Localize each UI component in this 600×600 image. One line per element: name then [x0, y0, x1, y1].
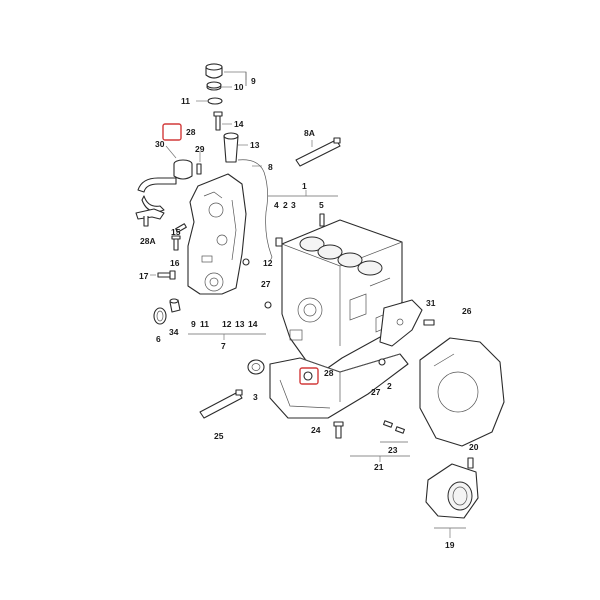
callout-13: 13	[250, 140, 260, 150]
callout-23: 23	[388, 445, 398, 455]
seal-ring-10[interactable]	[206, 81, 222, 91]
oil-filler-tube-13[interactable]	[223, 132, 239, 163]
highlight-box-30	[162, 123, 182, 141]
seal-6[interactable]	[153, 307, 167, 325]
bolt-20[interactable]	[467, 457, 474, 469]
bolt-24[interactable]	[333, 421, 344, 439]
block-flange	[379, 299, 423, 347]
oil-filler-cap[interactable]	[205, 63, 223, 79]
callout-11: 11	[181, 96, 190, 106]
callout-28-pan: 28	[324, 368, 334, 378]
callout-12-top: 12	[263, 258, 273, 268]
callout-17: 17	[139, 271, 149, 281]
callout-3-seal: 3	[253, 392, 258, 402]
callout-9-lower: 9	[191, 319, 196, 329]
callout-14: 14	[234, 119, 244, 129]
callout-34: 34	[169, 327, 179, 337]
callout-15: 15	[171, 227, 181, 237]
callout-24: 24	[311, 425, 321, 435]
callout-29: 29	[195, 144, 205, 154]
callout-28-top: 28	[186, 127, 196, 137]
seal-ring-11[interactable]	[207, 97, 223, 105]
bolt-17[interactable]	[157, 270, 176, 280]
bolt-14[interactable]	[213, 111, 223, 131]
bolts-23[interactable]	[383, 420, 405, 434]
callout-30: 30	[155, 139, 165, 149]
callout-26: 26	[462, 306, 472, 316]
engine-block-1[interactable]	[281, 219, 403, 373]
callout-7: 7	[221, 341, 226, 351]
callout-20: 20	[469, 442, 479, 452]
callout-27-left: 27	[261, 279, 271, 289]
bolt-12[interactable]	[242, 258, 250, 266]
callout-4: 4	[274, 200, 279, 210]
callout-25: 25	[214, 431, 224, 441]
dowel-5[interactable]	[319, 213, 325, 227]
dowel-4[interactable]	[275, 237, 283, 247]
callout-28A: 28A	[140, 236, 156, 246]
callout-9: 9	[251, 76, 256, 86]
callout-2-right: 2	[387, 381, 392, 391]
callout-11-lower: 11	[200, 319, 209, 329]
callout-16: 16	[170, 258, 180, 268]
callout-3: 3	[291, 200, 296, 210]
timing-cover-7[interactable]	[187, 173, 247, 295]
callout-19: 19	[445, 540, 455, 550]
bolt-29[interactable]	[196, 163, 202, 175]
callout-6: 6	[156, 334, 161, 344]
rear-seal-housing-19[interactable]	[425, 463, 479, 519]
callout-14-lower: 14	[248, 319, 258, 329]
callout-8A: 8A	[304, 128, 315, 138]
bushing-34[interactable]	[169, 298, 181, 313]
callout-21: 21	[374, 462, 384, 472]
callout-13-lower: 13	[235, 319, 245, 329]
callout-2: 2	[283, 200, 288, 210]
dipstick-tube-25[interactable]	[199, 389, 243, 419]
front-cover-gasket-8[interactable]	[237, 159, 273, 262]
breather-hose-29[interactable]	[137, 177, 177, 213]
callout-27-right: 27	[371, 387, 381, 397]
bracket-28A[interactable]	[135, 208, 165, 227]
callout-5: 5	[319, 200, 324, 210]
callout-12-lower: 12	[222, 319, 232, 329]
callout-1: 1	[302, 181, 307, 191]
plug-27a[interactable]	[264, 301, 272, 309]
bolt-15[interactable]	[175, 223, 187, 233]
seal-3[interactable]	[247, 359, 265, 375]
bolt-31[interactable]	[423, 319, 435, 326]
bolt-16[interactable]	[171, 235, 181, 251]
plug-27b[interactable]	[378, 358, 386, 366]
callout-10: 10	[234, 82, 244, 92]
callout-31: 31	[426, 298, 436, 308]
dipstick-guide-8A[interactable]	[295, 137, 341, 167]
oil-separator-30[interactable]	[173, 159, 193, 180]
drain-plug-28[interactable]	[303, 371, 313, 381]
callout-8: 8	[268, 162, 273, 172]
rear-plate-26[interactable]	[419, 337, 505, 447]
highlight-box-28	[299, 367, 319, 385]
